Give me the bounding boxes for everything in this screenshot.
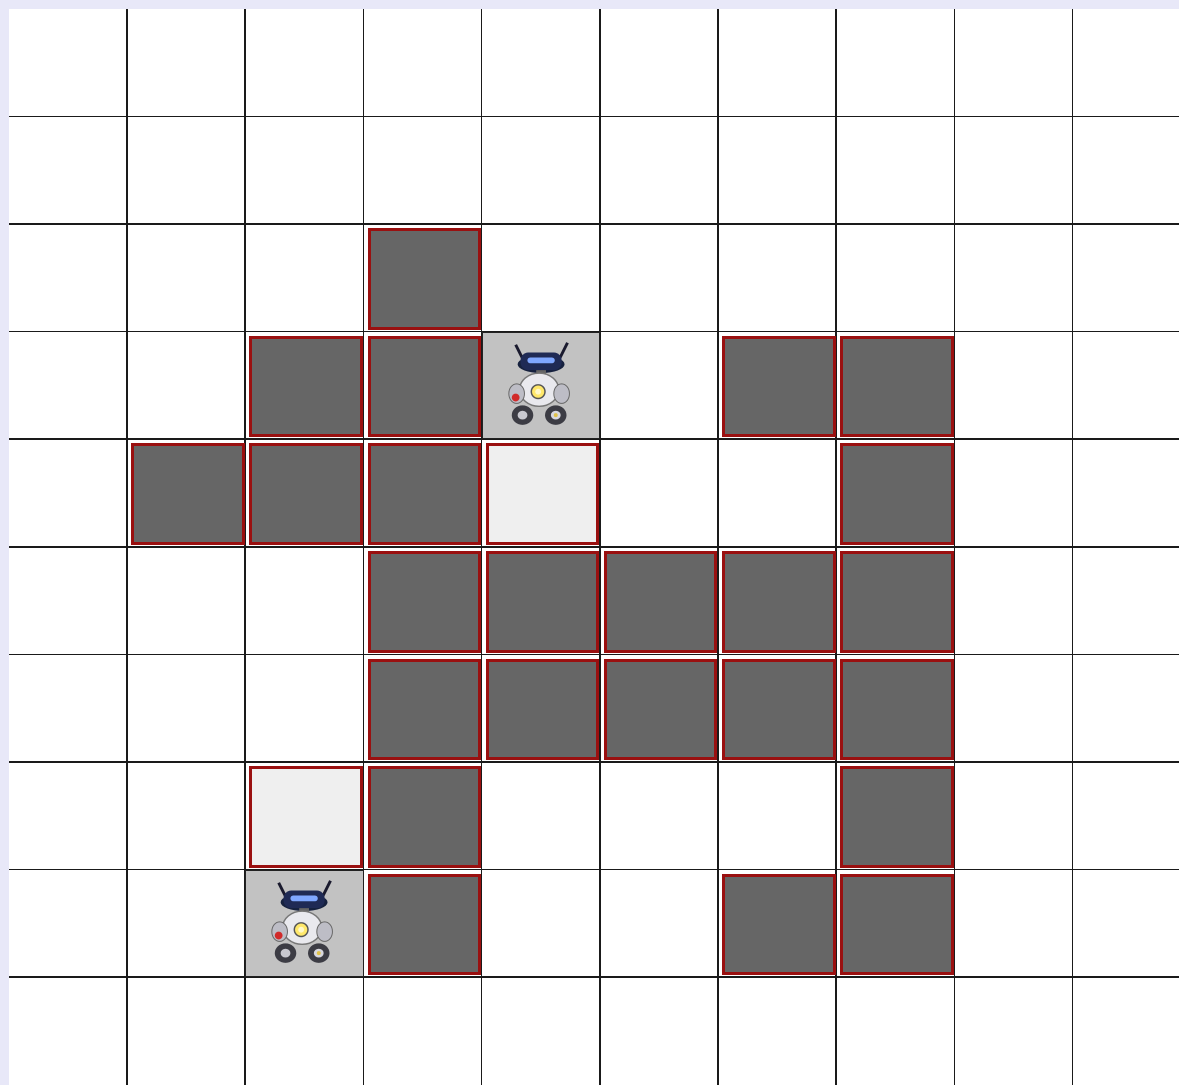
painted-cell — [722, 874, 835, 976]
painted-cell — [368, 659, 481, 761]
painted-cell — [840, 659, 953, 761]
painted-cell — [722, 551, 835, 653]
grid-field — [9, 9, 1179, 1085]
painted-cell — [840, 443, 953, 545]
grid-line-horizontal — [9, 116, 1179, 118]
grid-line-horizontal — [9, 976, 1179, 978]
painted-cell — [368, 766, 481, 868]
painted-cell — [840, 551, 953, 653]
painted-cell — [486, 551, 599, 653]
painted-cell — [604, 659, 717, 761]
grid-line-horizontal — [9, 869, 1179, 871]
grid-line-horizontal — [9, 546, 1179, 548]
painted-cell — [722, 659, 835, 761]
painted-cell — [368, 874, 481, 976]
marked-cell — [249, 766, 362, 868]
grid-line-horizontal — [9, 654, 1179, 656]
marked-cell — [486, 443, 599, 545]
robot-cell — [245, 870, 363, 978]
painted-cell — [368, 336, 481, 438]
painted-cell — [249, 336, 362, 438]
painted-cell — [249, 443, 362, 545]
painted-cell — [368, 443, 481, 545]
robot-cell — [482, 332, 600, 440]
painted-cell — [368, 551, 481, 653]
grid-line-horizontal — [9, 223, 1179, 225]
painted-cell — [131, 443, 244, 545]
grid-line-horizontal — [9, 761, 1179, 763]
painted-cell — [486, 659, 599, 761]
painted-cell — [722, 336, 835, 438]
painted-cell — [604, 551, 717, 653]
painted-cell — [840, 766, 953, 868]
painted-cell — [840, 874, 953, 976]
painted-cell — [840, 336, 953, 438]
painted-cell — [368, 228, 481, 330]
